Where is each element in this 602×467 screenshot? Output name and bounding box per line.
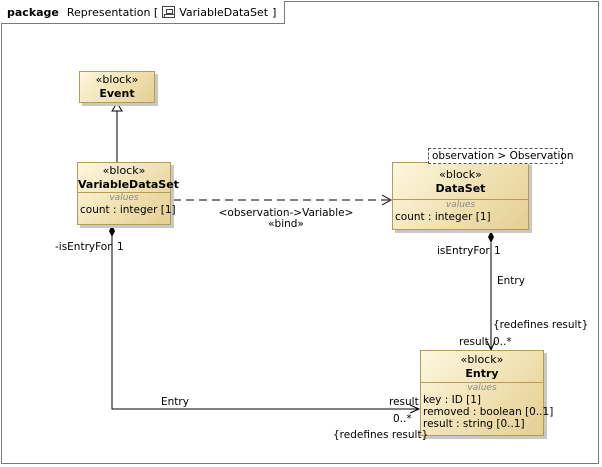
block-data-set[interactable]: «block» DataSet values count : integer [… [392, 162, 529, 230]
attribute: removed : boolean [0..1] [423, 406, 554, 418]
block-stereotype: «block» [102, 164, 146, 177]
frame-package-name: Representation [ [66, 5, 159, 19]
frame-header: package Representation [ VariableDataSet… [1, 1, 286, 24]
multiplicity-label: 1 [117, 241, 124, 253]
multiplicity-label: 0..* [493, 336, 512, 348]
attribute: result : string [0..1] [423, 418, 525, 430]
block-stereotype: «block» [95, 73, 139, 86]
binding-label: <observation->Variable> [218, 207, 354, 219]
compartment-label: values [467, 383, 497, 393]
composition-line-vds-entry[interactable] [111, 236, 418, 410]
role-label: isEntryFor [437, 245, 490, 257]
generalization-arrowhead [111, 102, 123, 112]
block-name: VariableDataSet [78, 178, 179, 191]
block-stereotype: «block» [439, 168, 482, 181]
association-name-label: Entry [161, 396, 189, 408]
frame-keyword: package [7, 5, 59, 19]
attribute: count : integer [1] [395, 211, 491, 223]
role-label: result [389, 396, 419, 408]
compartment-separator [393, 199, 528, 200]
bind-stereotype-label: «bind» [268, 218, 304, 230]
attribute: count : integer [1] [80, 204, 176, 216]
role-label: -isEntryFor [55, 241, 112, 253]
frame-diagram-name: VariableDataSet [179, 5, 269, 19]
attribute: key : ID [1] [423, 394, 481, 406]
redefines-label: {redefines result} [333, 429, 429, 441]
compartment-separator [421, 382, 543, 383]
binding-arrowhead [381, 194, 393, 206]
block-entry[interactable]: «block» Entry values key : ID [1] remove… [420, 350, 554, 436]
multiplicity-label: 1 [494, 245, 501, 257]
composition-arrowhead-vds [409, 404, 421, 414]
frame-close-bracket: ] [272, 5, 277, 19]
block-variable-data-set[interactable]: «block» VariableDataSet values count : i… [77, 162, 179, 225]
composition-diamond-ds [488, 231, 494, 243]
template-parameter-box: observation > Observation [428, 148, 574, 164]
compartment-label: values [445, 200, 476, 210]
diagram-icon [162, 6, 176, 18]
multiplicity-label: 0..* [393, 413, 412, 425]
block-name: DataSet [435, 182, 486, 195]
association-name-label: Entry [497, 275, 525, 287]
block-name: Entry [465, 367, 499, 380]
redefines-label: {redefines result} [493, 319, 589, 331]
compartment-separator [78, 192, 170, 193]
block-event[interactable]: «block» Event [79, 71, 155, 103]
role-label: result [459, 336, 489, 348]
compartment-label: values [109, 193, 139, 203]
composition-diamond-vds [109, 225, 115, 237]
block-name: Event [99, 87, 135, 100]
block-stereotype: «block» [460, 353, 504, 366]
